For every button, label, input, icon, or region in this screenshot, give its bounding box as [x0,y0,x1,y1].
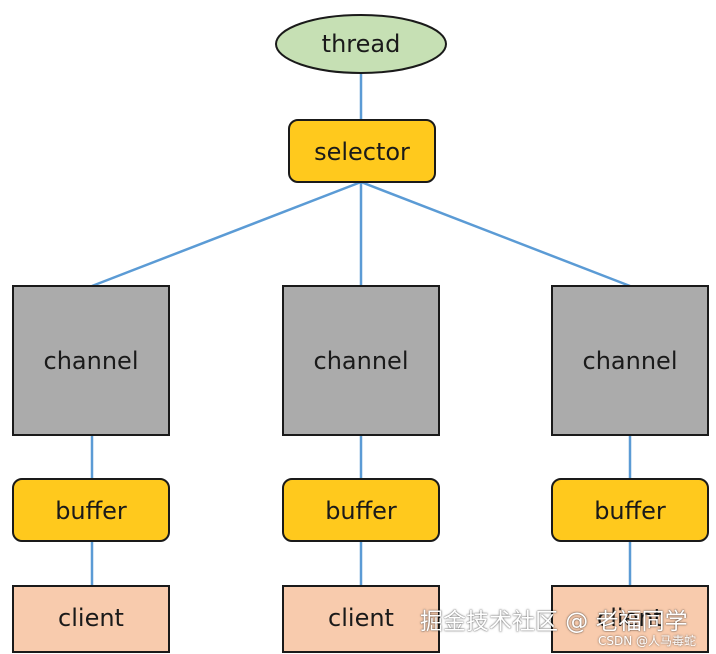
buffer-node-3: buffer [551,478,709,542]
channel-node-2: channel [282,285,440,436]
client-label: client [328,604,394,632]
client-box [551,585,709,653]
client-box [282,585,440,653]
channel-box [12,285,170,436]
selector-label: selector [314,138,410,166]
connector-selector-channel-1 [91,180,362,288]
channel-box [282,285,440,436]
channel-label: channel [314,347,409,375]
thread-label: thread [322,30,401,58]
connector-selector-channel-3 [360,180,631,288]
client-node-1: client [12,585,170,653]
buffer-box [12,478,170,542]
client-label: client [58,604,124,632]
thread-node: thread [275,14,447,74]
buffer-label: buffer [325,497,397,525]
connectors [90,73,632,586]
channel-node-3: channel [551,285,709,436]
channel-label: channel [583,347,678,375]
watermark-main: 掘金技术社区 @ 老福同学 [420,609,688,635]
selector-box [288,119,436,183]
client-node-3: client [551,585,709,653]
buffer-box [282,478,440,542]
buffer-node-1: buffer [12,478,170,542]
channel-node-1: channel [12,285,170,436]
buffer-label: buffer [55,497,127,525]
channel-box [551,285,709,436]
buffer-node-2: buffer [282,478,440,542]
watermark-sub: CSDN @人马毒蛇 [598,634,697,648]
client-box [12,585,170,653]
selector-node: selector [288,119,436,183]
client-label: client [597,604,663,632]
channel-label: channel [44,347,139,375]
buffer-label: buffer [594,497,666,525]
thread-ellipse [275,14,447,74]
client-node-2: client [282,585,440,653]
buffer-box [551,478,709,542]
